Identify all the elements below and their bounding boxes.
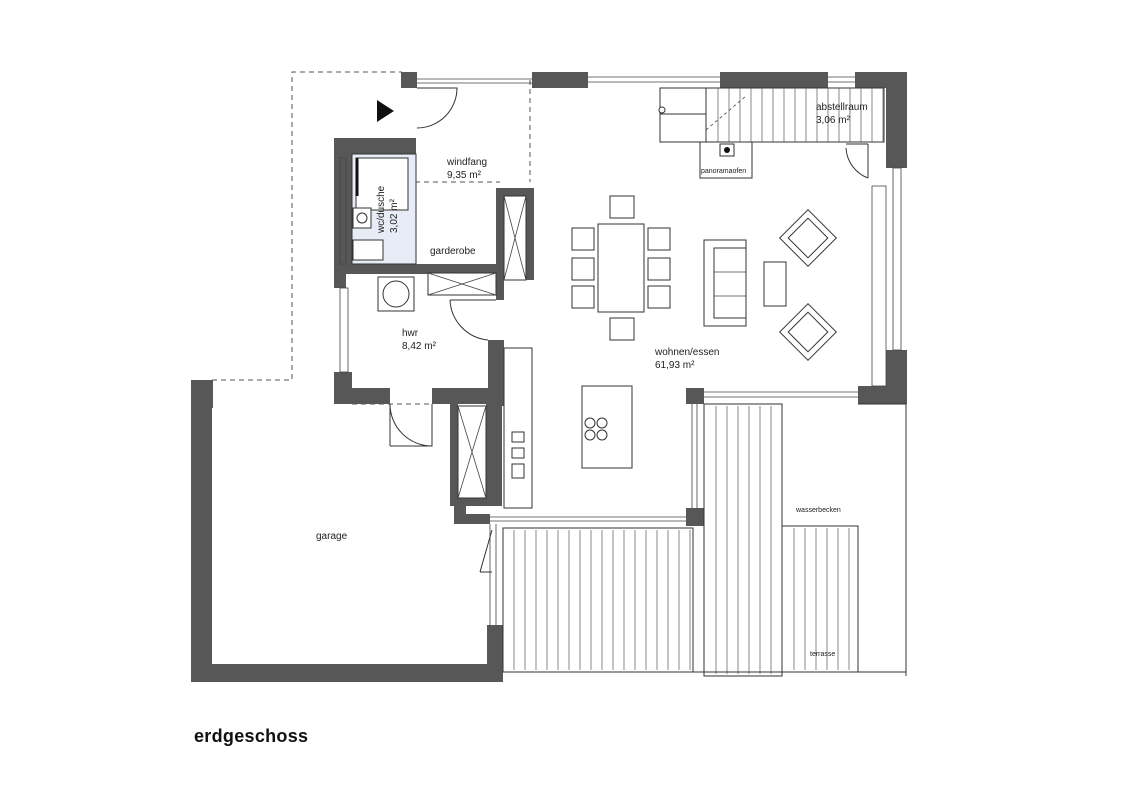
cooktop-icon [584, 417, 608, 441]
entrance-arrow-icon [377, 100, 394, 122]
armchair-top [779, 209, 837, 267]
hwr-label: hwr [402, 328, 419, 339]
wohnen-area: 61,93 m² [655, 360, 695, 371]
sofa [703, 239, 747, 327]
windfang-area: 9,35 m² [447, 170, 482, 181]
dining-table [597, 223, 645, 313]
armchair-bottom [779, 303, 837, 361]
abstellraum-label: abstellraum [816, 102, 868, 113]
walls [191, 72, 907, 682]
doors [389, 87, 869, 573]
kitchen-counter [503, 347, 533, 509]
garderobe-label: garderobe [430, 246, 476, 257]
kitchen-appliance [511, 447, 525, 459]
hwr-area: 8,42 m² [402, 341, 437, 352]
kitchen-island [581, 385, 633, 469]
wc-toilet [352, 239, 384, 261]
wasserbecken-label: wasserbecken [795, 507, 841, 514]
floor-title: erdgeschoss [194, 726, 309, 746]
wohnen-label: wohnen/essen [654, 347, 720, 358]
abstellraum-area: 3,06 m² [816, 115, 851, 126]
panoramaofen-label: panoramaofen [701, 168, 746, 175]
ofen-icon [724, 147, 730, 153]
terrasse-label: terrasse [810, 651, 835, 658]
canopy-outline [212, 71, 402, 381]
windows [339, 76, 902, 625]
kitchen-sink [511, 431, 525, 443]
stair-start-icon [658, 106, 666, 114]
washer-drum-icon [382, 280, 410, 308]
dining-chairs [571, 195, 671, 341]
terrace-decking-south [502, 527, 694, 673]
kitchen-appliance-2 [511, 463, 525, 479]
shower-tray [355, 157, 409, 211]
windfang-label: windfang [446, 157, 487, 168]
sink-basin-icon [356, 212, 368, 224]
garage-label: garage [316, 531, 348, 542]
terrace-decking-east [703, 403, 783, 677]
staircase [658, 87, 885, 143]
wc-area: 3,02 m² [389, 198, 400, 233]
wc-label: wc/dusche [376, 185, 387, 234]
coffee-table [763, 261, 787, 307]
